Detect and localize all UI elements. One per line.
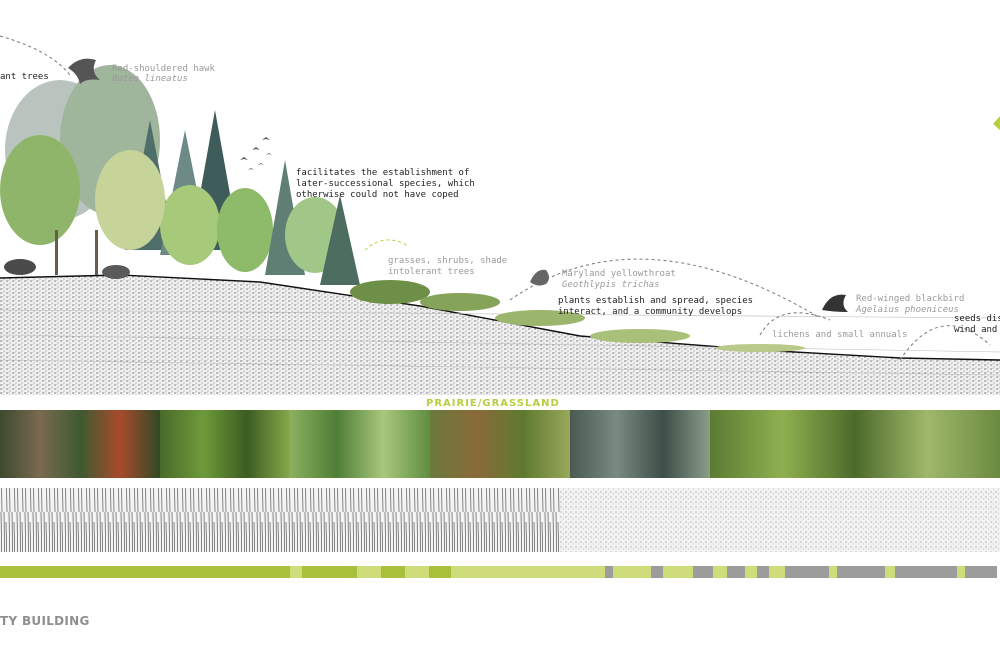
texture-strip-art: [0, 488, 1000, 552]
color-bar-segment: [745, 566, 757, 578]
color-bar-segment: [613, 566, 651, 578]
photo-deciduous-shrubs: [160, 410, 290, 478]
hawk-icon: [68, 58, 100, 84]
color-bar-segment: [769, 566, 785, 578]
color-bar-segment: [727, 566, 745, 578]
color-bar-segment: [757, 566, 769, 578]
label-blackbird-name: Red-winged blackbird: [856, 294, 965, 304]
color-bar-segment: [0, 566, 290, 578]
label-hawk-latin: Buteo lineatus: [112, 74, 188, 84]
color-bar-segment: [957, 566, 965, 578]
connector-arcs: [0, 35, 991, 361]
color-bar-segment: [405, 566, 429, 578]
color-bar-segment: [651, 566, 663, 578]
tree-cluster-icon: [0, 65, 360, 285]
shrub-band: [350, 280, 805, 352]
yellowthroat-icon: [530, 269, 549, 286]
color-bar-segment: [693, 566, 713, 578]
label-seeds: seeds disp wind and: [954, 314, 1000, 335]
photo-strip: [0, 410, 1000, 478]
color-bar-segment: [885, 566, 895, 578]
color-bar-segment: [785, 566, 829, 578]
color-bar-segment: [605, 566, 613, 578]
color-bar-segment: [302, 566, 357, 578]
color-bar: [0, 566, 1000, 578]
label-hawk-name: Red-shouldered hawk: [112, 64, 215, 74]
color-bar-segment: [429, 566, 451, 578]
color-bar-segment: [837, 566, 885, 578]
color-bar-segment: [829, 566, 837, 578]
soil-profile: [0, 275, 1000, 395]
footer-title: TY BUILDING: [0, 614, 90, 628]
color-bar-segment: [451, 566, 605, 578]
photo-pine-forest: [0, 410, 160, 478]
photo-rock-lichen: [570, 410, 710, 478]
color-bar-segment: [895, 566, 957, 578]
photo-wetland-reeds: [430, 410, 570, 478]
section-label: PRAIRIE/GRASSLAND: [426, 398, 560, 409]
leaf-marker: [993, 116, 1000, 130]
color-bar-segment: [381, 566, 405, 578]
photo-ground-cover: [710, 410, 1000, 478]
label-blackbird-latin: Agelaius phoeniceus: [856, 305, 959, 315]
color-bar-segment: [663, 566, 693, 578]
color-bar-segment: [713, 566, 727, 578]
bird-flock-icon: [240, 137, 272, 170]
label-tolerant-trees: ant trees: [0, 72, 49, 82]
soil-strata: [0, 309, 1000, 376]
label-yellowthroat-name: Maryland yellowthroat: [562, 269, 676, 279]
label-plants-establish: plants establish and spread, species int…: [558, 296, 754, 317]
label-lichens: lichens and small annuals: [772, 330, 908, 340]
label-facilitates: facilitates the establishment of later-s…: [296, 168, 475, 200]
photo-grass-meadow: [290, 410, 430, 478]
color-bar-segment: [290, 566, 302, 578]
color-bar-segment: [357, 566, 381, 578]
color-bar-segment: [965, 566, 997, 578]
label-grasses: grasses, shrubs, shade intolerant trees: [388, 256, 508, 277]
label-yellowthroat-latin: Geothlypis trichas: [562, 280, 660, 290]
blackbird-icon: [822, 294, 848, 312]
